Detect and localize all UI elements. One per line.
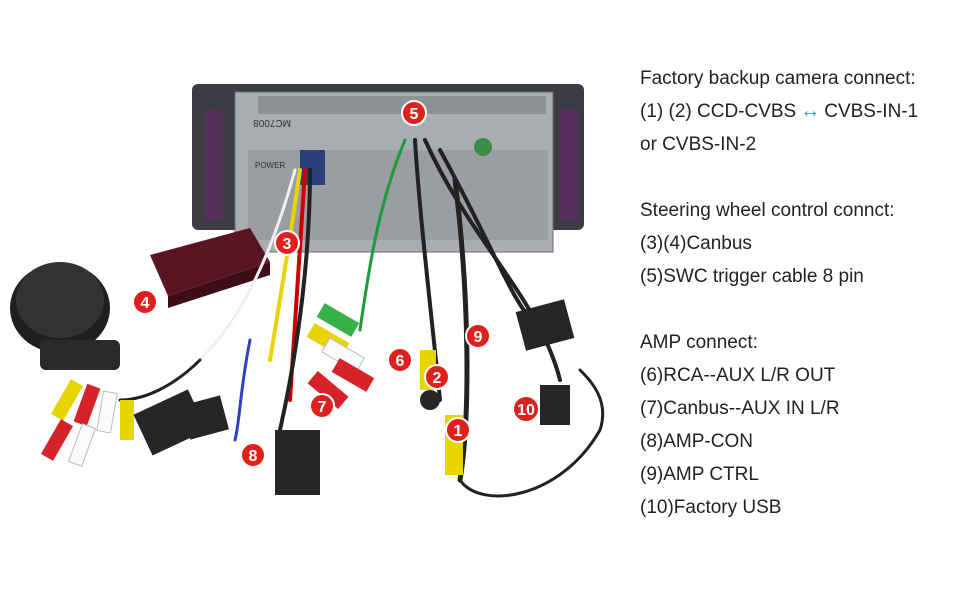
badge-6: 6 (387, 347, 413, 373)
badge-2: 2 (424, 364, 450, 390)
svg-text:1: 1 (454, 423, 463, 440)
badge-3: 3 (274, 230, 300, 256)
svg-text:10: 10 (517, 402, 535, 419)
svg-text:6: 6 (396, 353, 405, 370)
badge-10: 10 (512, 395, 540, 423)
amp-item: (10)Factory USB (640, 497, 782, 518)
rca-plugs (40, 303, 463, 475)
camera-heading: Factory backup camera connect: (640, 68, 916, 89)
camera-line-1-left: (1) (2) CCD-CVBS (640, 101, 797, 122)
camera-line-1: (1) (2) CCD-CVBS↔CVBS-IN-1 (640, 95, 960, 128)
badge-9: 9 (465, 323, 491, 349)
svg-text:4: 4 (141, 295, 150, 312)
black-connectors (133, 299, 575, 495)
badge-4: 4 (132, 289, 158, 315)
badge-5: 5 (401, 100, 427, 126)
amp-item: (8)AMP-CON (640, 431, 753, 452)
svg-text:8: 8 (249, 448, 258, 465)
camera-line-2: or CVBS-IN-2 (640, 134, 757, 155)
badge-1: 1 (445, 417, 471, 443)
steering-item: (5)SWC trigger cable 8 pin (640, 266, 864, 287)
amp-heading: AMP connect: (640, 332, 758, 353)
svg-text:2: 2 (433, 370, 442, 387)
badge-8: 8 (240, 442, 266, 468)
svg-text:5: 5 (410, 106, 419, 123)
svg-text:9: 9 (474, 329, 483, 346)
double-arrow-icon: ↔ (800, 100, 821, 122)
power-label: POWER (255, 161, 285, 170)
canbus-box (150, 228, 270, 308)
amp-item: (7)Canbus--AUX IN L/R (640, 398, 840, 419)
badge-7: 7 (309, 393, 335, 419)
wiring-harness-photo: MC7008 POWER (10, 84, 605, 498)
steering-item: (3)(4)Canbus (640, 233, 752, 254)
wire-bundle (118, 138, 605, 498)
svg-text:3: 3 (283, 236, 292, 253)
camera-line-1-right: CVBS-IN-1 (824, 101, 919, 122)
unit-model-label: MC7008 (253, 117, 291, 128)
svg-text:7: 7 (318, 399, 327, 416)
amp-item: (6)RCA--AUX L/R OUT (640, 365, 836, 386)
connection-legend: Factory backup camera connect: (1) (2) C… (640, 62, 960, 524)
steering-heading: Steering wheel control connct: (640, 200, 895, 221)
amp-item: (9)AMP CTRL (640, 464, 759, 485)
speaker (10, 262, 120, 370)
head-unit-back: MC7008 POWER (192, 84, 584, 253)
